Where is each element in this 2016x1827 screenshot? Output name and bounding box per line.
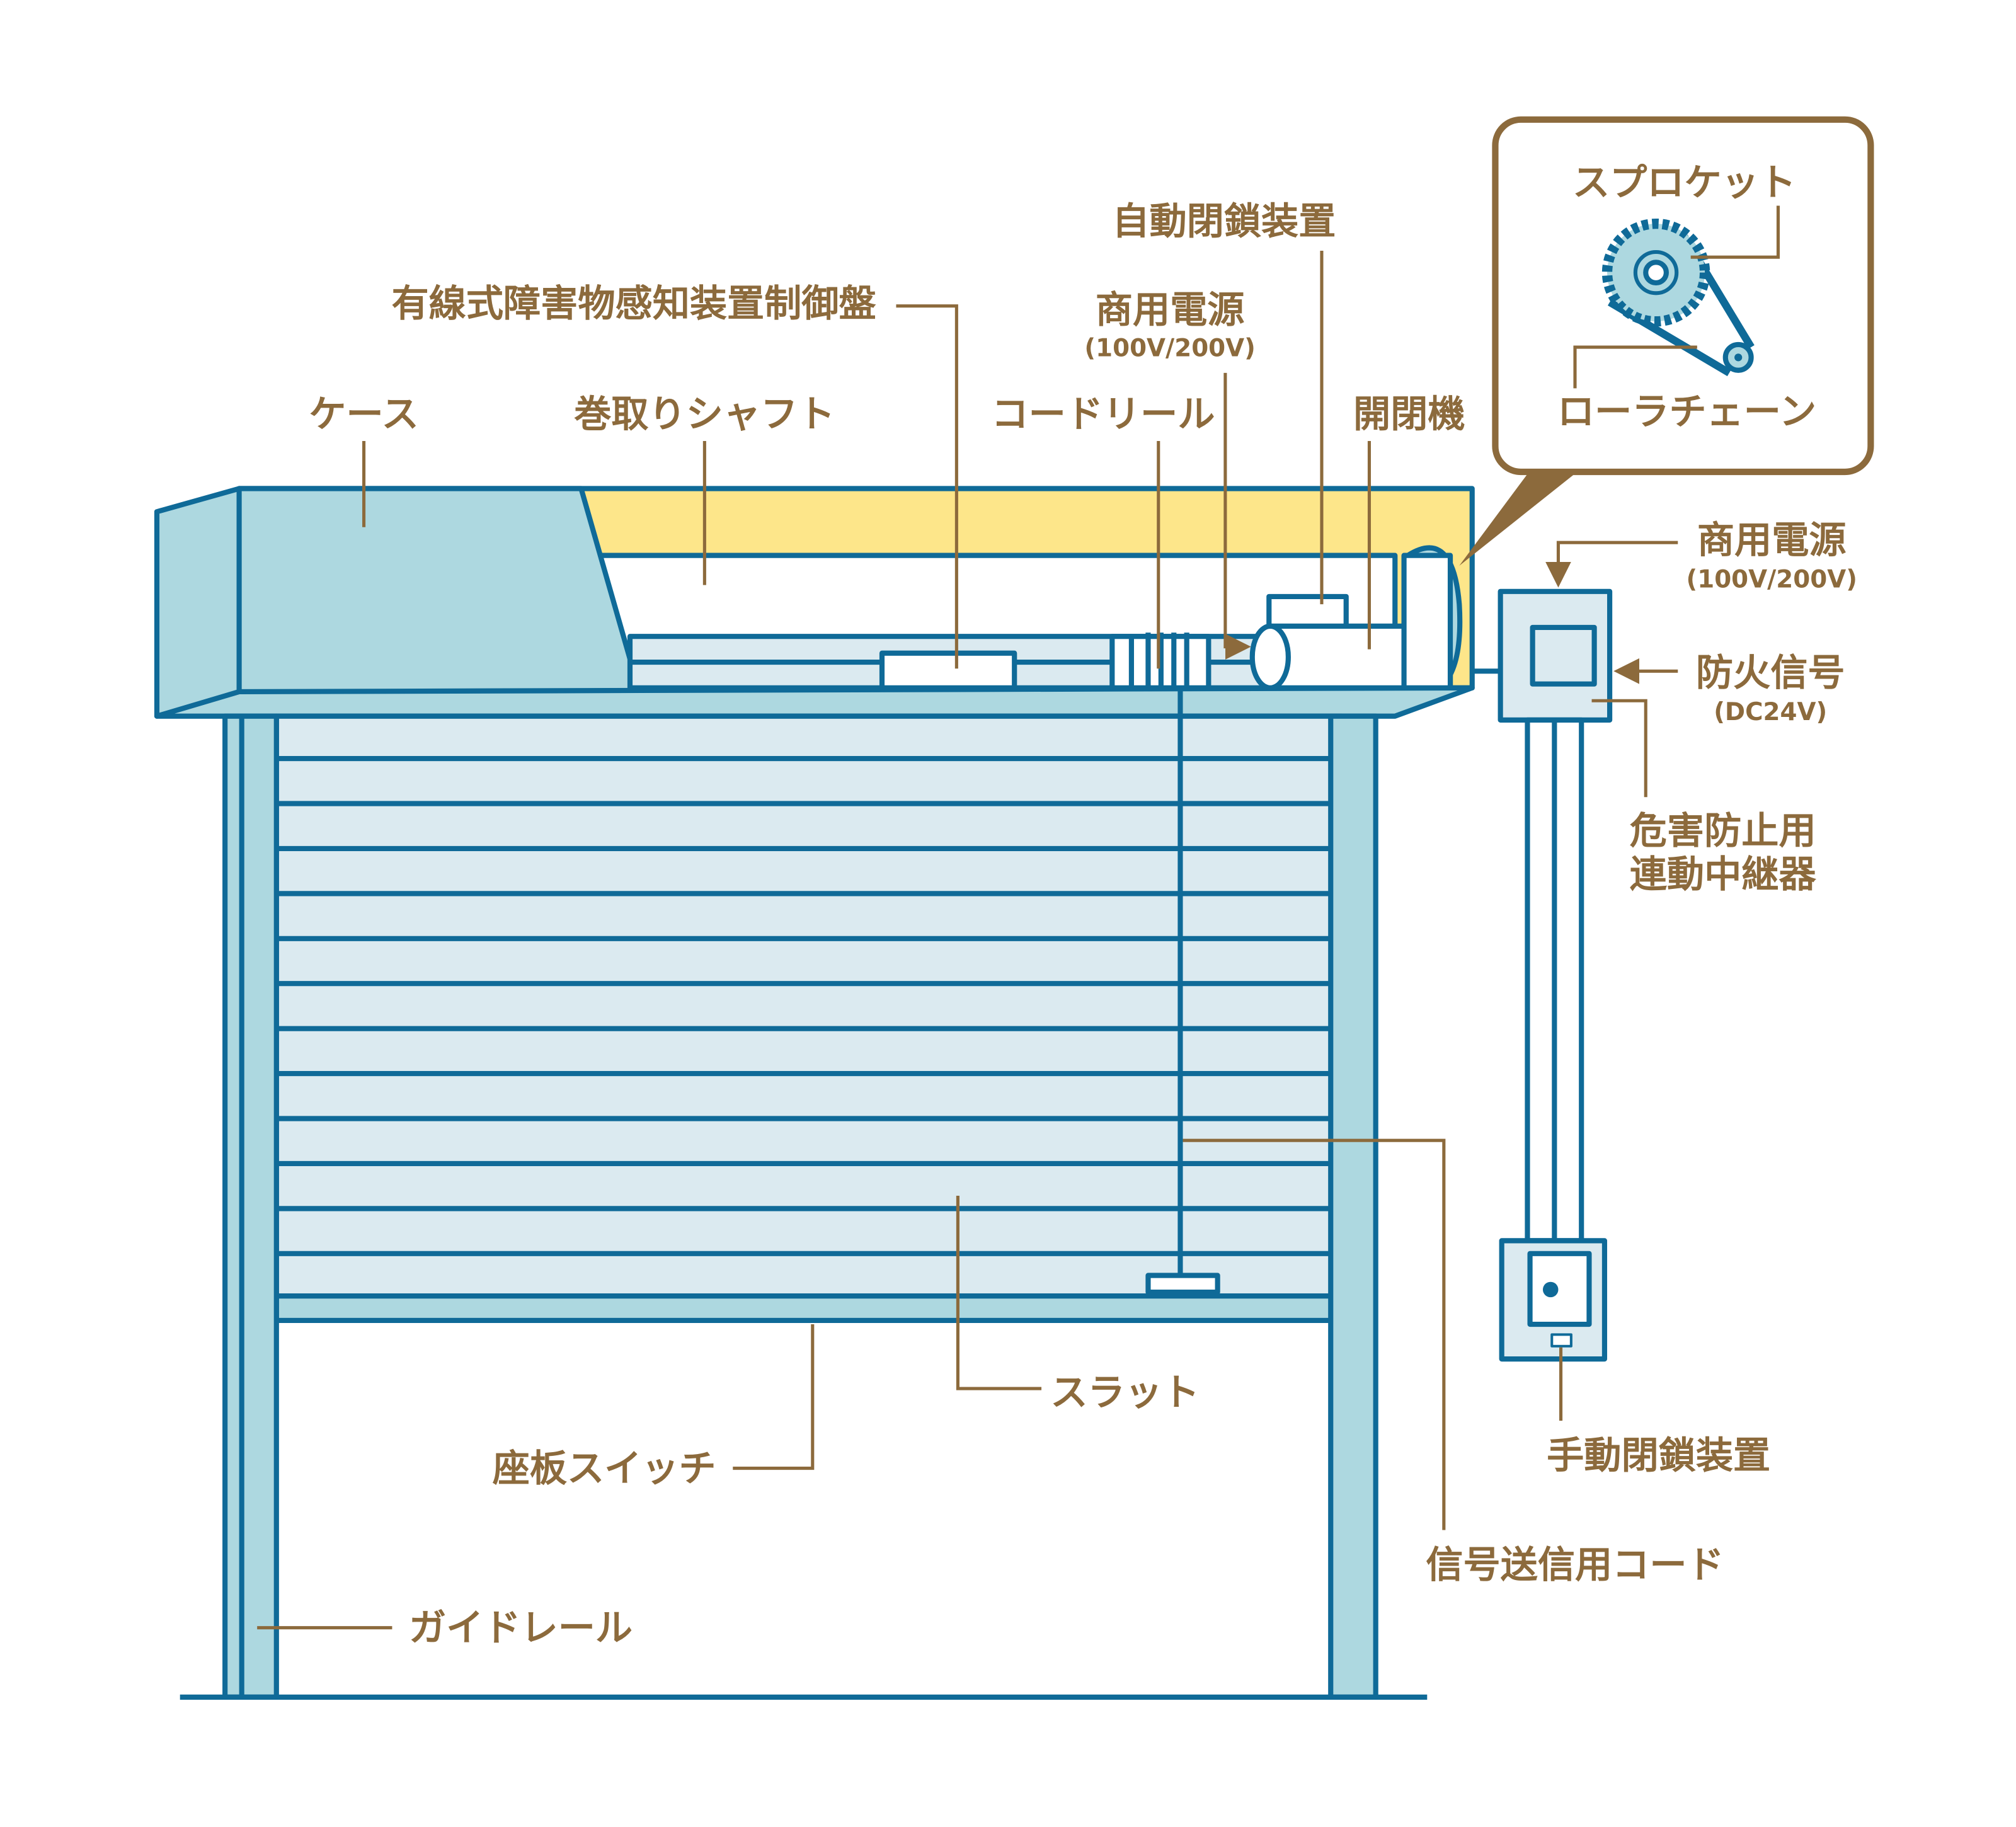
label-fire-signal-sub: (DC24V) [1714, 698, 1827, 726]
shutter-slats [273, 713, 1346, 1323]
label-power-top: 商用電源 [1096, 288, 1245, 331]
label-power-right: 商用電源 [1697, 518, 1847, 562]
label-bottom-switch: 座板スイッチ [493, 1446, 716, 1490]
label-relay-line1: 危害防止用 [1630, 809, 1816, 852]
bottom-switch [1145, 1273, 1220, 1295]
label-control-panel: 有線式障害物感知装置制御盤 [391, 282, 876, 325]
label-motor: 開閉機 [1353, 392, 1465, 436]
motor [1249, 545, 1463, 690]
label-slat: スラット [1050, 1371, 1200, 1414]
label-manual-closer: 手動閉鎖装置 [1547, 1434, 1770, 1477]
label-power-top-sub: (100V/200V) [1084, 334, 1255, 362]
label-cord-reel: コードリール [991, 392, 1215, 436]
label-power-right-sub: (100V/200V) [1687, 566, 1857, 594]
label-auto-closer: 自動閉鎖装置 [1112, 199, 1336, 243]
label-roller-chain: ローラチェーン [1557, 389, 1816, 433]
label-fire-signal: 防火信号 [1696, 651, 1845, 694]
guide-rail-left [222, 713, 279, 1700]
label-signal-cord: 信号送信用コード [1426, 1543, 1724, 1586]
cord-reel [1109, 633, 1211, 690]
label-sprocket: スプロケット [1572, 161, 1796, 204]
label-relay-line2: 連動中継器 [1630, 852, 1817, 896]
label-guide-rail: ガイドレール [409, 1606, 633, 1649]
guide-rail-right [1328, 713, 1378, 1700]
label-case: ケース [309, 392, 419, 436]
control-panel-box [879, 650, 1017, 690]
label-shaft: 巻取りシャフト [574, 392, 835, 436]
